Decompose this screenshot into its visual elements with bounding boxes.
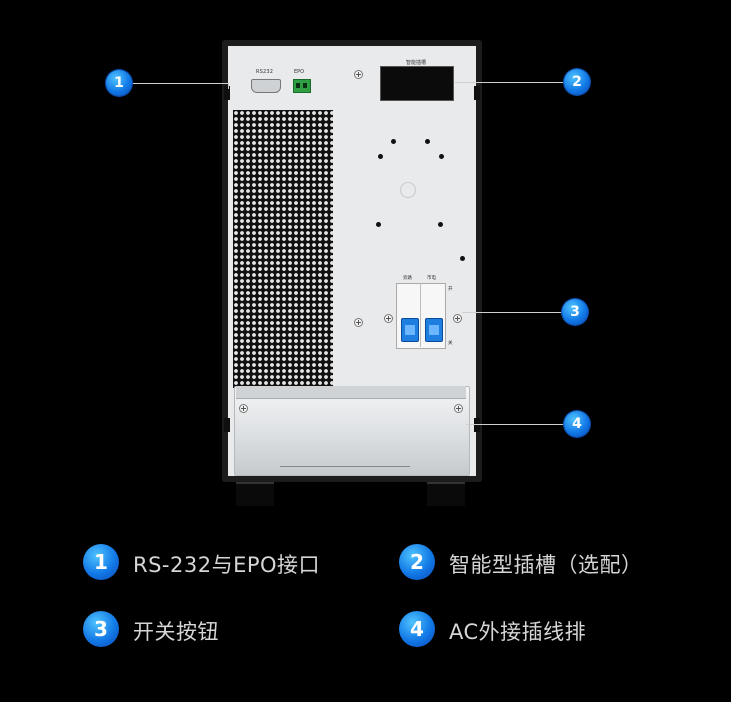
screw-icon [354, 70, 363, 79]
callout-badge-2: 2 [564, 69, 590, 95]
mounting-hole [438, 222, 443, 227]
callout-line-2 [455, 82, 564, 83]
legend-text-3: 开关按钮 [133, 620, 219, 644]
breaker-toggle-bypass [401, 318, 419, 342]
mount-tab [474, 418, 480, 432]
legend-badge-3: 3 [83, 611, 119, 647]
epo-port-label: EPO [294, 69, 305, 75]
mounting-hole [378, 154, 383, 159]
cable-knockout [400, 182, 416, 198]
callout-badge-4: 4 [564, 411, 590, 437]
rs232-port-label: RS232 [256, 69, 274, 75]
screw-icon [453, 314, 462, 323]
strip-rail [280, 466, 410, 467]
smart-card-slot [380, 66, 454, 101]
legend-badge-2: 2 [399, 544, 435, 580]
callout-line-4 [466, 424, 564, 425]
screw-icon [384, 314, 393, 323]
mounting-hole [460, 256, 465, 261]
screw-icon [454, 404, 463, 413]
legend-badge-4: 4 [399, 611, 435, 647]
breaker-divider [420, 283, 421, 347]
legend-text-1: RS-232与EPO接口 [133, 553, 321, 577]
breaker-off-mark: 关 [448, 341, 453, 346]
legend-badge-1: 1 [83, 544, 119, 580]
screw-icon [354, 318, 363, 327]
screw-icon [239, 404, 248, 413]
mounting-hole [439, 154, 444, 159]
mounting-hole [425, 139, 430, 144]
ac-outlet-strip [234, 386, 470, 476]
mount-tab [224, 418, 230, 432]
breaker-mains-label: 市电 [427, 276, 436, 281]
mount-tab [224, 86, 230, 100]
callout-line-1-tick [228, 83, 229, 89]
callout-badge-3: 3 [562, 299, 588, 325]
callout-line-1 [131, 83, 229, 84]
card-slot-label: 智能插槽 [405, 60, 426, 66]
mount-tab [474, 86, 480, 100]
ac-outlet-strip-lip [236, 386, 466, 399]
ventilation-grille [233, 110, 333, 388]
ups-foot [236, 482, 274, 506]
legend-text-4: AC外接插线排 [449, 620, 587, 644]
ups-foot [427, 482, 465, 506]
mounting-hole [376, 222, 381, 227]
mounting-hole [391, 139, 396, 144]
callout-line-3 [462, 312, 562, 313]
legend-text-2: 智能型插槽（选配） [449, 553, 643, 577]
breaker-bypass-label: 旁路 [403, 276, 412, 281]
rs232-port [251, 79, 281, 93]
breaker-toggle-mains [425, 318, 443, 342]
breaker-on-mark: 开 [448, 287, 453, 292]
callout-badge-1: 1 [106, 70, 132, 96]
epo-terminal [293, 79, 311, 93]
